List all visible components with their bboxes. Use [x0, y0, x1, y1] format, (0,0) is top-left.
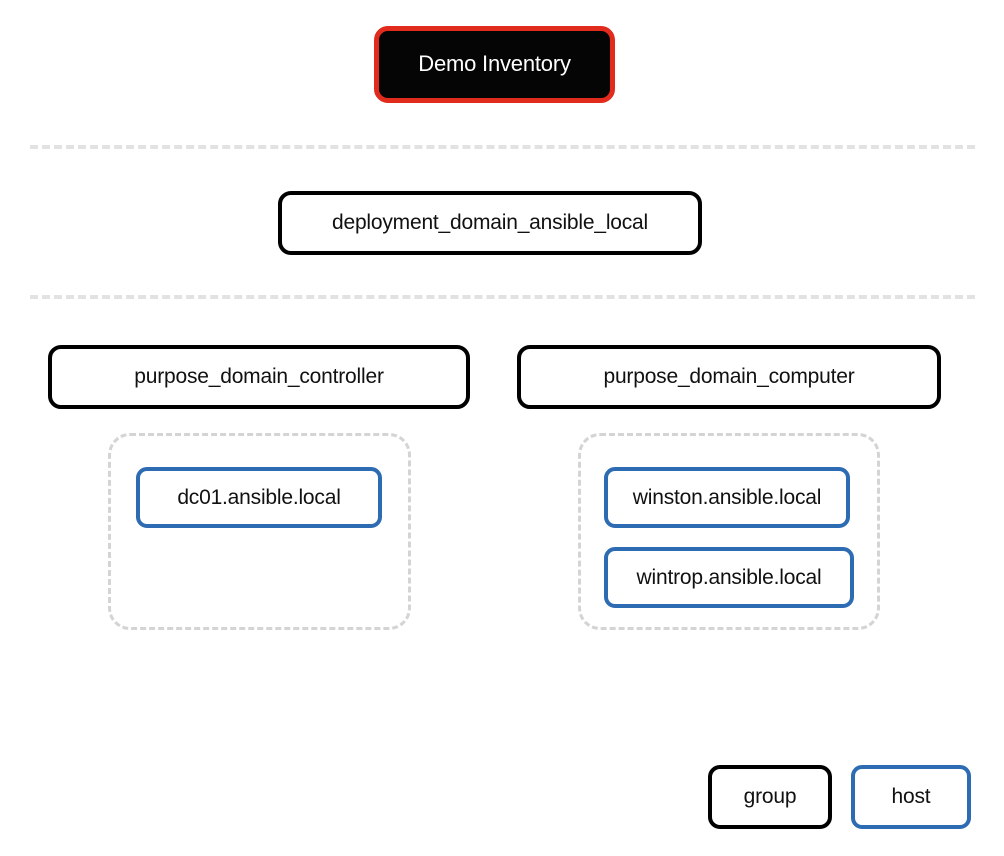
host-cluster-purpose-domain-controller [108, 433, 411, 630]
group-node-purpose-domain-computer[interactable]: purpose_domain_computer [517, 345, 941, 409]
legend-swatch-host: host [851, 765, 971, 829]
tier-separator-2 [30, 295, 975, 299]
tier-separator-1 [30, 145, 975, 149]
host-node-wintrop-ansible-local[interactable]: wintrop.ansible.local [604, 547, 854, 608]
root-node-demo-inventory[interactable]: Demo Inventory [374, 26, 615, 103]
legend-swatch-group: group [708, 765, 832, 829]
host-node-dc01-ansible-local[interactable]: dc01.ansible.local [136, 467, 382, 528]
group-node-deployment-domain-ansible-local[interactable]: deployment_domain_ansible_local [278, 191, 702, 255]
host-node-winston-ansible-local[interactable]: winston.ansible.local [604, 467, 850, 528]
group-node-purpose-domain-controller[interactable]: purpose_domain_controller [48, 345, 470, 409]
host-cluster-purpose-domain-computer [578, 433, 880, 630]
